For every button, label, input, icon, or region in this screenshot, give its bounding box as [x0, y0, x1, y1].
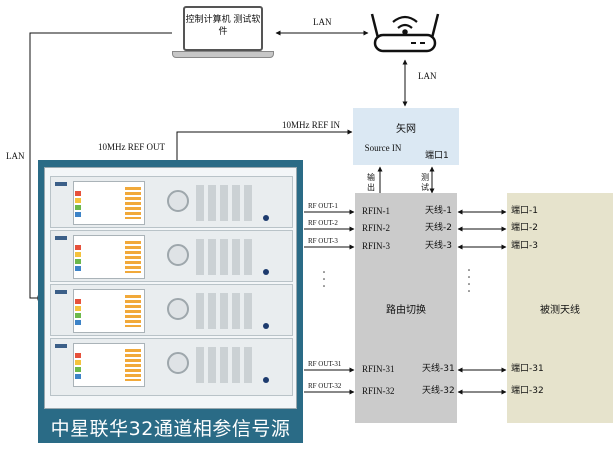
laptop-base [172, 51, 274, 58]
rfin-label: RFIN-32 [362, 386, 395, 396]
rfin-label: RFIN-2 [362, 223, 391, 233]
lan-link-laptop-rack [29, 32, 172, 301]
test-label: 测试 [421, 173, 429, 192]
laptop-label: 控制计算机 测试软件 [185, 15, 261, 37]
vna-port1: 端口1 [425, 151, 449, 161]
generator-unit [50, 176, 293, 228]
laptop-icon [183, 6, 263, 51]
lan-label-top: LAN [313, 17, 332, 27]
dut-port-label: 端口-2 [511, 223, 538, 233]
vna-title: 矢网 [396, 124, 416, 135]
lan-label-left: LAN [6, 151, 25, 161]
route-switch-title: 路由切换 [386, 305, 426, 316]
rfin-label: RFIN-1 [362, 206, 391, 216]
dut-title: 被测天线 [540, 305, 580, 316]
dut-box [507, 193, 613, 423]
rfin-label: RFIN-3 [362, 241, 391, 251]
vna-source-in: Source IN [364, 143, 402, 153]
antenna-label: 天线-32 [422, 386, 455, 396]
generator-unit [50, 338, 293, 396]
dut-port-label: 端口-32 [511, 386, 544, 396]
output-label: 输出 [367, 173, 375, 192]
rf-out-label: RF OUT-32 [308, 382, 342, 390]
antenna-label: 天线-3 [425, 241, 452, 251]
rfin-label: RFIN-31 [362, 364, 395, 374]
router-icon [370, 13, 440, 53]
ref-in-label: 10MHz REF IN [282, 120, 340, 130]
lan-label-right: LAN [418, 71, 437, 81]
rf-out-label: RF OUT-1 [308, 202, 338, 210]
rf-out-label: RF OUT-31 [308, 360, 342, 368]
ref-out-label: 10MHz REF OUT [98, 142, 165, 152]
ellipsis-dots [323, 269, 470, 292]
dut-port-label: 端口-31 [511, 364, 544, 374]
antenna-label: 天线-1 [425, 206, 452, 216]
route-switch-box [355, 193, 457, 423]
dut-port-label: 端口-1 [511, 206, 538, 216]
ref-link [176, 129, 353, 160]
generator-unit [50, 284, 293, 336]
dut-port-label: 端口-3 [511, 241, 538, 251]
generator-unit [50, 230, 293, 282]
rf-out-label: RF OUT-3 [308, 237, 338, 245]
antenna-label: 天线-2 [425, 223, 452, 233]
antenna-label: 天线-31 [422, 364, 455, 374]
rf-out-label: RF OUT-2 [308, 219, 338, 227]
rack-title: 中星联华32通道相参信号源 [50, 418, 291, 440]
vna-box [353, 108, 459, 165]
